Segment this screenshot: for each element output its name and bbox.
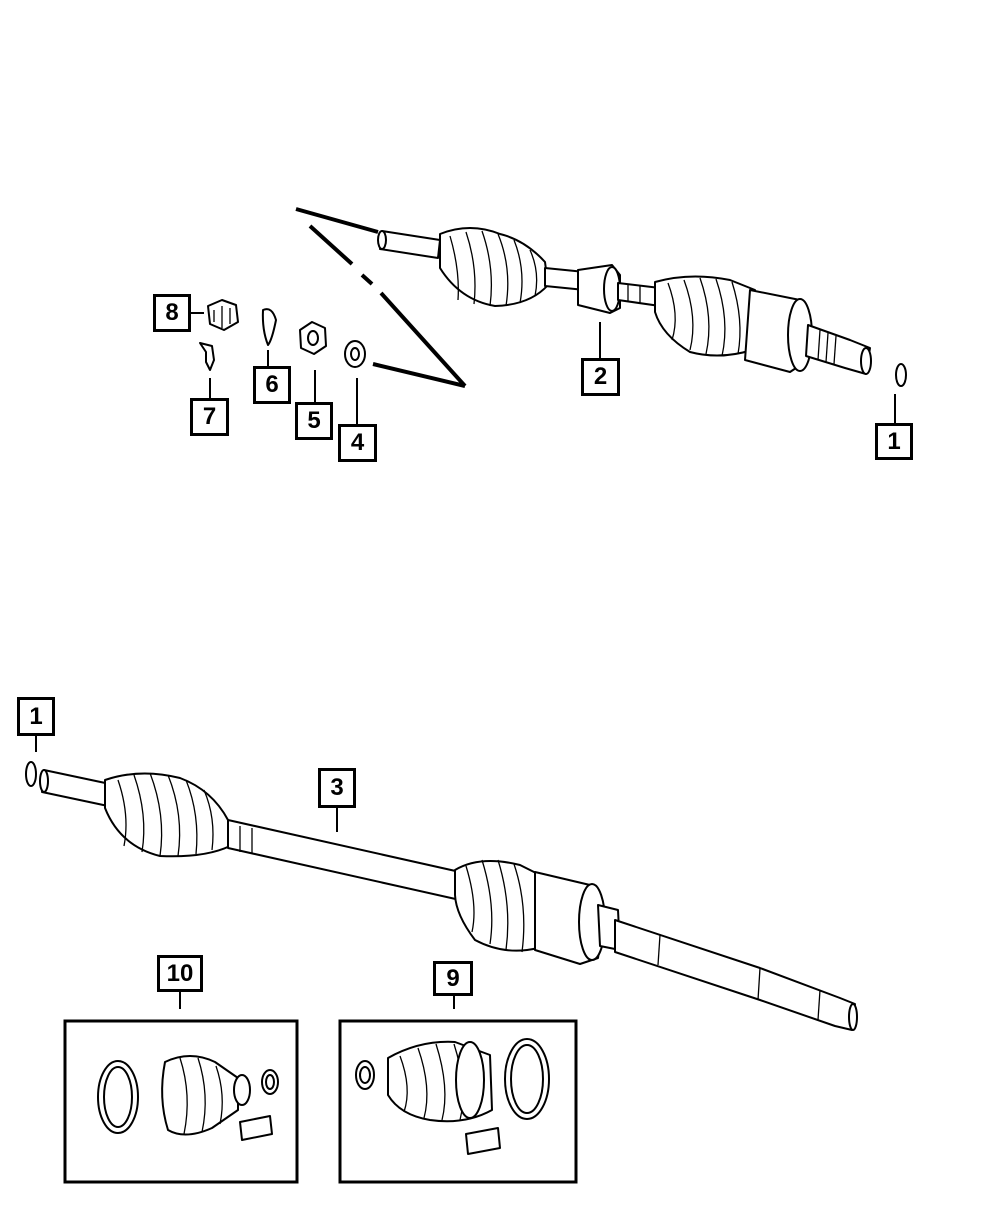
castle-nut bbox=[207, 299, 239, 331]
callout-2: 2 bbox=[581, 358, 620, 396]
hub-nut bbox=[299, 321, 327, 355]
hardware-group-bracket bbox=[295, 207, 467, 388]
callout-1-lower: 1 bbox=[17, 697, 55, 736]
leader-lines bbox=[35, 312, 896, 1009]
outer-boot-kit-parts bbox=[97, 1055, 279, 1141]
callout-6: 6 bbox=[253, 366, 291, 404]
callout-7: 7 bbox=[190, 398, 229, 436]
spring-washer bbox=[261, 308, 277, 346]
callout-10: 10 bbox=[157, 955, 203, 992]
callout-3: 3 bbox=[318, 768, 356, 808]
callout-8: 8 bbox=[153, 294, 191, 332]
inner-boot-kit-box bbox=[338, 1019, 578, 1184]
outer-boot-kit-box bbox=[63, 1019, 299, 1184]
washer bbox=[344, 340, 366, 368]
callout-5: 5 bbox=[295, 402, 333, 440]
circlip-lower bbox=[25, 761, 37, 787]
circlip-upper bbox=[895, 363, 907, 387]
upper-half-shaft bbox=[377, 227, 872, 375]
cotter-pin bbox=[199, 342, 215, 371]
callout-1-upper: 1 bbox=[875, 423, 913, 460]
callout-4: 4 bbox=[338, 424, 377, 462]
inner-boot-kit-parts bbox=[355, 1038, 550, 1155]
lower-half-shaft bbox=[39, 769, 858, 1031]
callout-9: 9 bbox=[433, 961, 473, 996]
